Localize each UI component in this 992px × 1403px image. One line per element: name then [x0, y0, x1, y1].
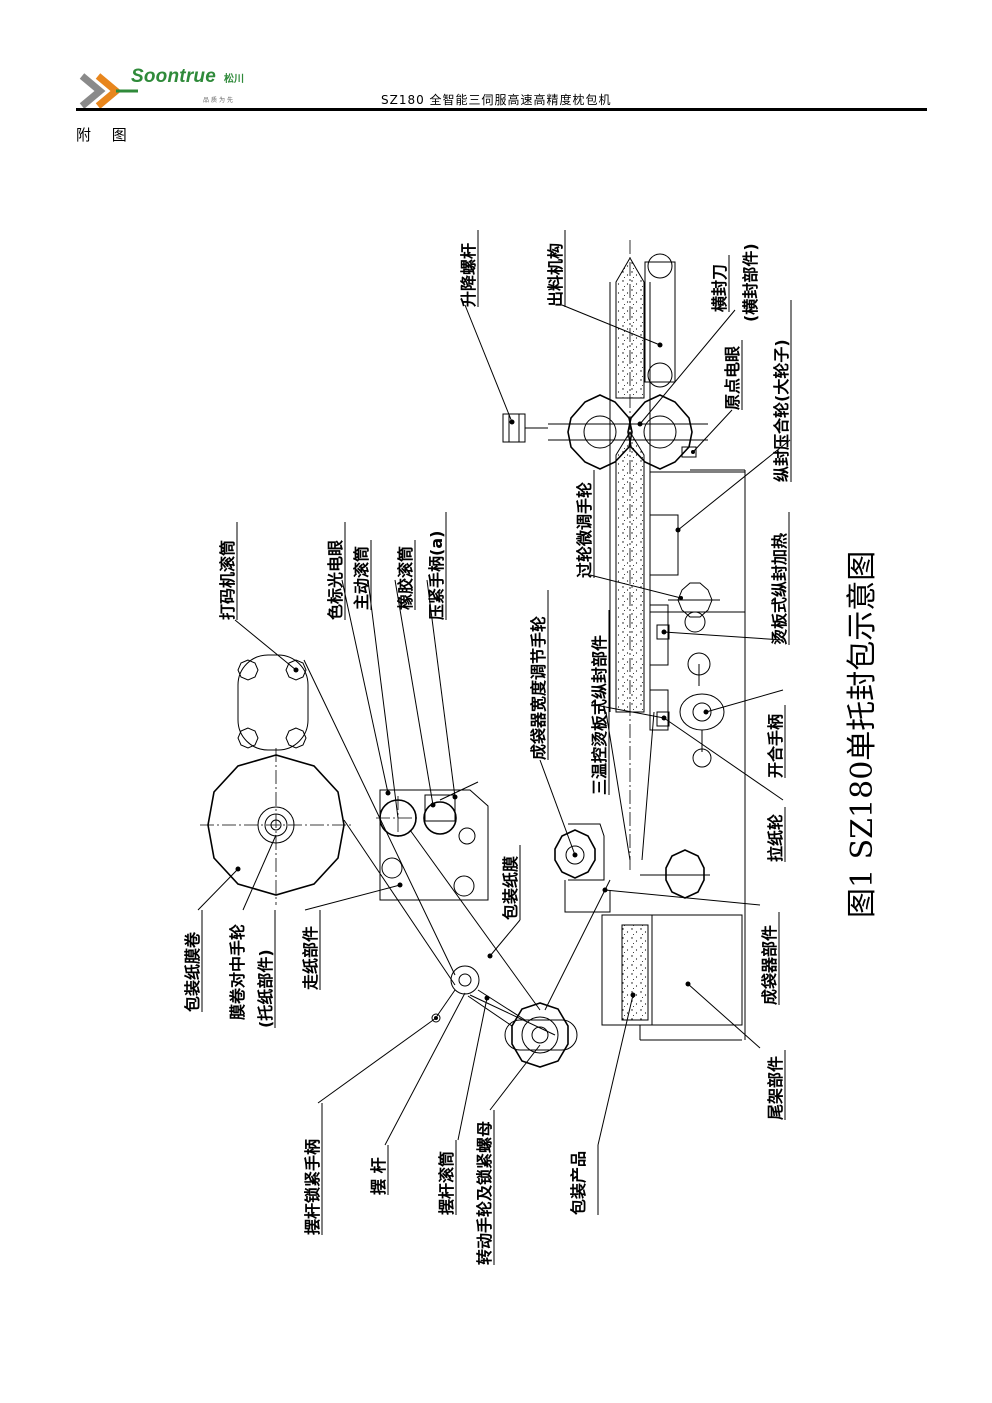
label-hot-plate-long-seal: 烫板式纵封加热: [770, 533, 789, 645]
logo-slogan: 品质为先: [203, 97, 236, 104]
appendix-label: 附 图: [76, 126, 135, 144]
label-swing-rod: 摆 杆: [369, 1157, 388, 1195]
page-header: Soontrue 松川 品质为先 SZ180 全智能三伺服高速高精度枕包机 附 …: [0, 0, 992, 144]
label-tail-frame: 尾架部件: [766, 1056, 785, 1120]
label-packed-product: 包装产品: [569, 1151, 588, 1215]
label-former-width-wheel: 成袋器宽度调节手轮: [529, 616, 548, 760]
company-logo-mark: [79, 73, 138, 109]
diagram-labels: 升降螺杆 出料机构 横封刀 (横封部件) 原点电眼 纵封压合轮(大轮子) 过轮微…: [183, 243, 791, 1265]
leader-lines: [197, 304, 791, 1146]
label-swing-lock-handle: 摆杆锁紧手柄: [303, 1139, 322, 1235]
label-former-part: 成袋器部件: [760, 925, 779, 1005]
label-holder-part: (托纸部件): [256, 949, 275, 1028]
label-rubber-roller: 橡胶滚筒: [396, 546, 415, 610]
label-underlines: [201, 230, 792, 1265]
former-part: [601, 914, 743, 1041]
label-long-seal-wheel: 纵封压合轮(大轮子): [772, 339, 791, 482]
label-press-handle: 压紧手柄(a): [427, 531, 446, 620]
logo-brand-text: Soontrue: [131, 66, 216, 87]
document-title: SZ180 全智能三伺服高速高精度枕包机: [381, 93, 612, 107]
pull-paper-wheel: [640, 849, 710, 899]
header-divider: [76, 108, 927, 111]
label-wrapping-film: 包装纸膜: [501, 856, 520, 920]
coding-roller-unit: [237, 654, 309, 751]
cross-seal-unit: [502, 394, 708, 470]
product-channel: [605, 240, 655, 870]
label-lift-screw: 升降螺杆: [459, 243, 478, 307]
label-cross-seal-part: (横封部件): [741, 243, 760, 322]
label-centering-wheel: 膜卷对中手轮: [228, 924, 247, 1020]
label-swing-roller: 摆杆滚筒: [437, 1151, 456, 1215]
label-pull-paper-wheel: 拉纸轮: [766, 814, 785, 862]
label-coding-roller: 打码机滚筒: [218, 540, 237, 620]
label-turn-wheel-nut: 转动手轮及锁紧螺母: [475, 1121, 494, 1265]
figure-caption: 图1 SZ180单托封包示意图: [845, 551, 880, 918]
film-roll: [200, 748, 352, 905]
film-path: [303, 659, 611, 1036]
label-color-eye: 色标光电眼: [326, 540, 345, 620]
label-drive-roller: 主动滚筒: [352, 546, 371, 610]
label-three-temp-long-seal: 三温控烫板式纵封部件: [590, 635, 609, 795]
logo-cn-text: 松川: [224, 74, 244, 85]
label-film-roll: 包装纸膜卷: [183, 931, 202, 1012]
label-crossover-wheel: 过轮微调手轮: [575, 482, 594, 578]
label-discharge: 出料机构: [546, 243, 565, 307]
label-open-close-handle: 开合手柄: [766, 714, 785, 778]
former-width-wheel: [554, 823, 611, 913]
label-paper-feed-part: 走纸部件: [301, 926, 320, 991]
base-frame: [690, 469, 746, 1040]
long-seal-blocks: [649, 471, 746, 768]
label-origin-eye: 原点电眼: [723, 346, 742, 410]
label-cross-knife: 横封刀: [710, 264, 729, 312]
swing-rod-unit: [431, 965, 578, 1068]
